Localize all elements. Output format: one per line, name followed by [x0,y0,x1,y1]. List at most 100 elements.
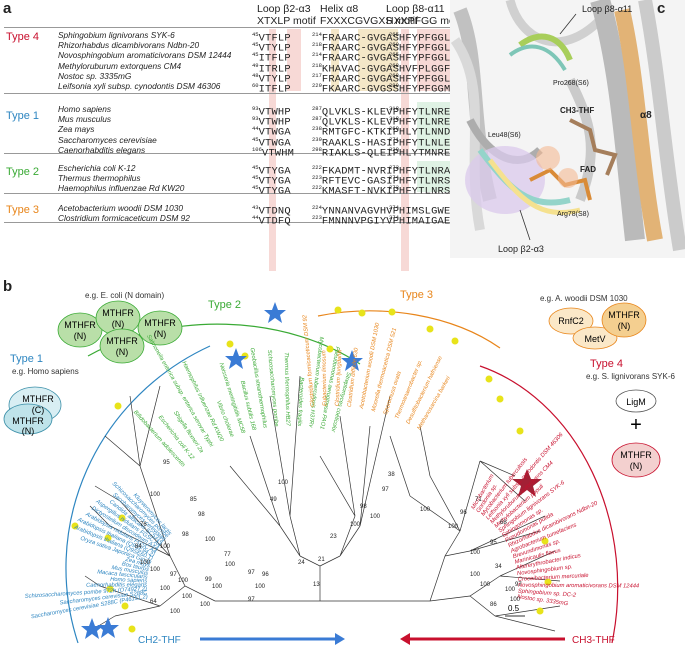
motif-header-3-line1: Loop β8-α11 [386,3,445,15]
type1-label: Type 1 [10,353,43,365]
residues: FKADMT-NVRIP [321,165,400,178]
label-ch3-thf: CH3-THF [560,106,594,115]
sequence-segment: 265HFYPFGGL [389,30,450,44]
t1-bubble-front [3,403,53,435]
residue-number: 218 [312,41,322,49]
bootstrap-value: 97 [170,572,177,578]
bootstrap-value: 100 [140,560,151,566]
species-name: Methyloruburum extorquens CM4 [58,60,182,71]
residue-number: 45 [252,135,259,143]
bootstrap-value: 100 [470,550,481,556]
residues: HFYTLNRA [398,165,451,178]
scale-label: 0.5 [508,604,520,613]
bootstrap-value: 77 [224,552,231,558]
t2-bubble3-n: (N) [154,329,167,339]
residues: VTFLP [258,32,291,45]
species-name: Leifsonia xyli subsp. cynodontis DSM 463… [58,81,221,91]
group-type-label: Type 4 [6,31,40,43]
type3-label: Type 3 [400,289,433,301]
bootstrap-value: 96 [262,572,269,578]
species-name: Zea mays [58,124,95,135]
label-alpha8: α8 [640,110,652,121]
residues: HLYTLNND [398,126,451,139]
sequence-segment: 222FKADMT-NVRIP [312,163,399,177]
residues: HFYTLNRS [398,175,451,188]
sequence-segment: 318HFYTLNRE [389,104,450,118]
bootstrap-value: 98 [198,512,205,518]
residue-number: 223 [312,214,322,222]
sequence-segment: 218KHAVAC-GVGAS [312,61,399,75]
residues: YNNANVAGVHVP [321,205,400,218]
t2-bubble2-mthfr: MTHFR [102,308,134,318]
residue-number: 239 [312,135,322,143]
bootstrap-value: 100 [255,584,266,590]
bootstrap-value: 95 [490,540,497,546]
bootstrap-value: 100 [205,537,216,543]
t4-n-label: (N) [630,461,643,471]
type1-example: e.g. Homo sapiens [12,367,79,376]
bootstrap-value: 100 [178,578,189,584]
taxon-label: Thermus thermophilus HB27 [283,352,291,427]
taxon-label: Homo sapiens [110,577,147,585]
bootstrap-value: 86 [490,602,497,608]
residue-number: 280 [389,82,399,89]
species-name: Clostridium formicaceticum DSM 92 [58,213,190,224]
t4-plus: + [630,414,642,436]
sequence-segment: 229FKAARC-GVGSS [312,81,399,95]
sequence-segment: 224YNNANVAGVHVP [312,203,399,217]
bootstrap-value: 100 [470,572,481,578]
motif-highlight-lp [287,29,301,91]
label-fad: FAD [580,165,596,174]
residue-number: 273 [389,164,399,171]
residue-number: 45 [252,31,259,38]
type4-arc [479,365,619,644]
motif-header-2-line2: FXXXCGVGXS motif [320,15,419,27]
residues: HFYTLNRE [398,106,451,119]
t2-bubble2-n: (N) [112,319,125,329]
residues: KMASFT-NVKIP [321,185,400,198]
bootstrap-value: 96 [460,510,467,516]
bootstrap-value: 13 [313,582,320,588]
t3-mthfr-bubble [601,302,647,338]
structure-ribbons [450,0,685,252]
protein-structure-panel: Loop β8-α11 Pro268(S6) CH3-THF α8 Leu48(… [450,0,685,258]
motif-highlight-t [269,29,276,271]
taxon-label: Eubacterium limosum [321,350,328,406]
species-name: Caenorhabditis elegans [58,144,146,155]
taxon-label: Mus musculus [111,565,149,577]
motif-header-1: Loop β2-α3 XTXLP motif [257,3,316,27]
sequence-segment: 265HFYPFGGL [389,50,450,64]
bootstrap-value: 23 [330,534,337,540]
species-name: Novosphingobium aromaticivorans DSM 1244… [58,50,232,61]
residue-number: 45 [252,51,259,59]
residues: VTYLP [258,42,291,55]
bootstrap-value: 98 [182,532,189,538]
residue-number: 318 [389,115,399,123]
sequence-segment: 93VTWHP [252,104,291,118]
type2-example: e.g. E. coli (N domain) [85,291,164,300]
group-type-label: Type 1 [6,110,40,122]
sequence-segment: 273HFYTLNRA [389,163,450,177]
residue-number: 45 [252,184,259,192]
motif-highlight-tlnr-2 [417,161,453,192]
sequence-segment: 45VTYGA [252,173,291,187]
sequence-segment: 45VTYLP [252,40,291,54]
motif-header-1-line2: XTXLP motif [257,15,316,27]
residue-number: 223 [312,174,322,182]
type3-example: e.g. A. woodii DSM 1030 [540,294,628,303]
taxon-label: Bos taurus [121,561,149,573]
bootstrap-value: 21 [318,557,325,563]
residue-number: 44 [252,125,259,133]
taxon-label: Novosphingobium aromaticivorans DSM 1244… [518,583,639,590]
species-name: Sphingobium lignivorans SYK-6 [58,30,175,40]
residue-number: 224 [312,204,322,211]
species-name: Acetobacterium woodii DSM 1030 [58,203,183,213]
residues: ITFLP [258,83,291,96]
residues: VTYGA [258,175,291,188]
bootstrap-value: 97 [248,570,255,576]
taxon-label: Caenorhabditis elegans [86,582,147,588]
bootstrap-value: 100 [420,507,431,513]
bootstrap-value: 100 [160,544,171,550]
species-name: Homo sapiens [58,104,112,114]
